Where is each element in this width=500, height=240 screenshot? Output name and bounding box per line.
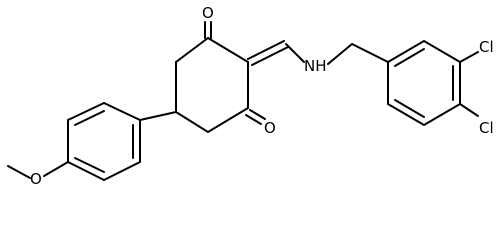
methoxyphenyl-ring (67, 102, 141, 181)
methoxy-o-to-ch3-bond (7, 165, 31, 179)
ch-to-nh-bond (285, 43, 305, 63)
ring-bond-c1-c2 (207, 37, 249, 63)
exocyclic-double-bond-a (247, 40, 285, 60)
cl-lower-bond (459, 103, 479, 117)
ch2-to-ring-bond (351, 43, 389, 63)
cl-upper-bond (459, 51, 479, 63)
ring-bond-c4-c5 (175, 111, 209, 133)
enamine-linker (247, 40, 389, 66)
methoxy-group (7, 161, 69, 179)
ring-to-methoxy-o-bond (43, 161, 69, 177)
carbonyl-top (204, 21, 212, 39)
oxygen-top-label: O (202, 4, 214, 22)
carbonyl-bottom (245, 109, 266, 125)
chemical-structure-diagram: O O NH Cl Cl O (7, 4, 494, 188)
oxygen-methoxy-label: O (30, 170, 42, 188)
oxygen-bottom-label: O (264, 119, 276, 137)
cyclohexanedione-ring (175, 37, 249, 133)
nh-to-ch2-bond (327, 43, 353, 65)
nh-label: NH (304, 57, 327, 75)
chlorine-upper-label: Cl (479, 38, 494, 56)
structure-canvas: O O NH Cl Cl O (7, 4, 494, 188)
dichlorophenyl-ring (387, 40, 479, 126)
chlorine-lower-label: Cl (479, 119, 494, 137)
aryl-attachment-bond (139, 111, 177, 121)
exocyclic-double-bond-b (251, 46, 289, 66)
ring-bond-c3-c4 (207, 107, 249, 133)
ring-bond-c6-c1 (175, 37, 209, 63)
